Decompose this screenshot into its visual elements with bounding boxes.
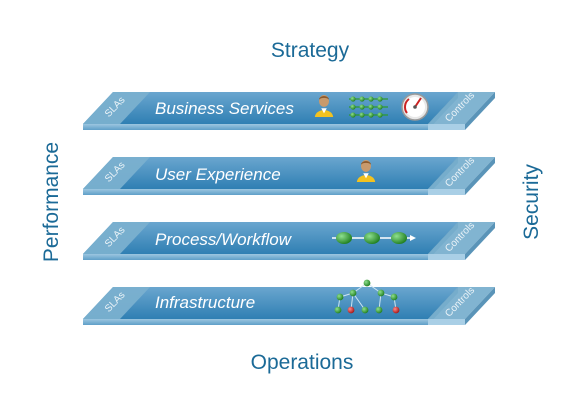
layer-title: Infrastructure: [155, 293, 255, 312]
data-grid-icon: [349, 96, 388, 118]
slas-tab: [83, 92, 150, 124]
layer-process-workflow: SLAs Controls Process/Workflow: [83, 220, 495, 260]
operations-label: Operations: [251, 351, 354, 374]
layer-infrastructure: SLAs Controls Infrastructure: [83, 279, 495, 325]
process-flow-icon: [332, 232, 416, 244]
strategy-label: Strategy: [271, 39, 350, 62]
controls-tab: [428, 92, 495, 124]
network-tree-icon: [334, 279, 400, 314]
controls-tab: [428, 222, 495, 254]
gauge-icon: [401, 93, 429, 121]
slas-tab: [83, 222, 150, 254]
security-label: Security: [520, 164, 543, 240]
performance-label: Performance: [40, 142, 63, 262]
controls-tab: [428, 157, 495, 189]
layer-business-services: SLAs Controls Business Services: [83, 90, 495, 130]
layer-title: User Experience: [155, 165, 281, 184]
slas-tab: [83, 287, 150, 319]
slas-tab: [83, 157, 150, 189]
layer-title: Process/Workflow: [155, 230, 293, 249]
layer-title: Business Services: [155, 99, 294, 118]
controls-tab: [428, 287, 495, 319]
layer-user-experience: SLAs Controls User Experience: [83, 155, 495, 195]
